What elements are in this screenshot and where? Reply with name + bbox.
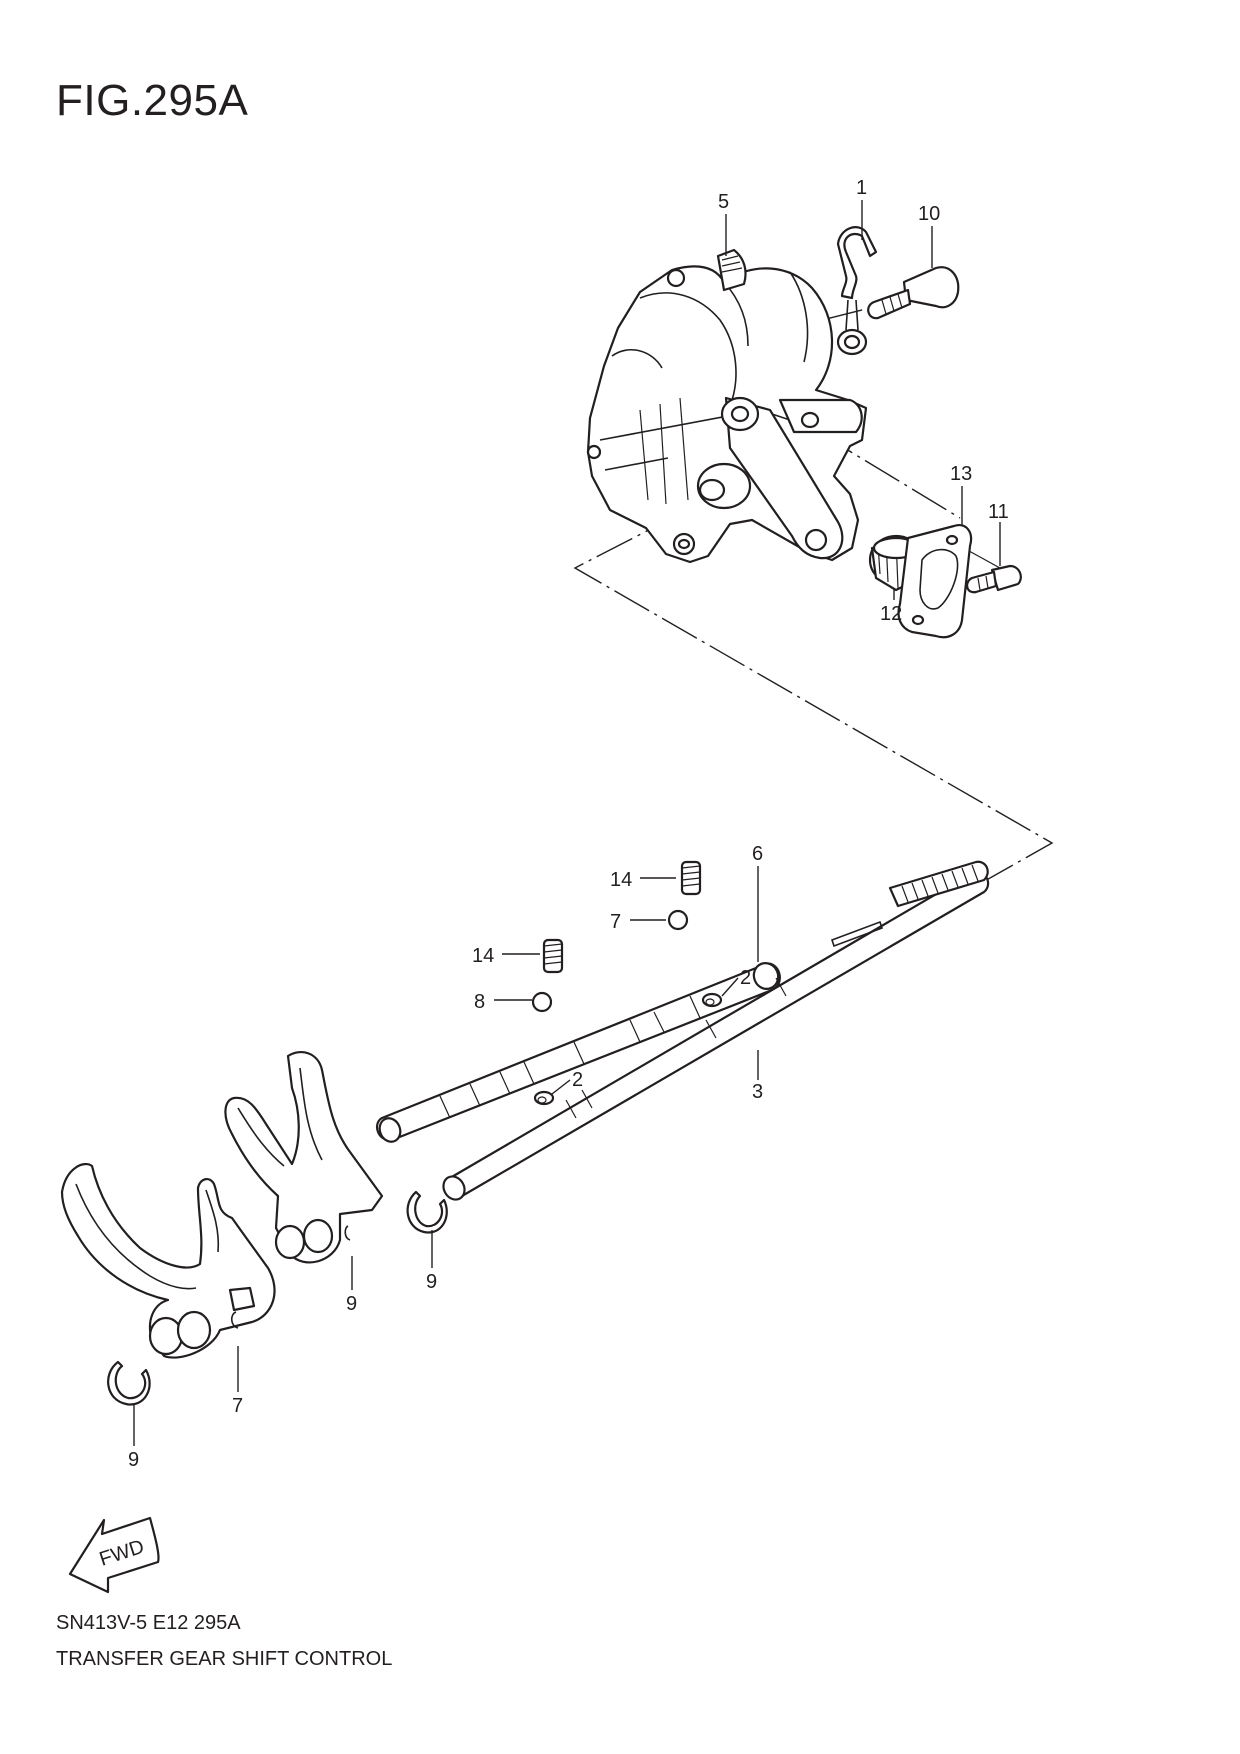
- callout-9-upper: 9: [426, 1271, 437, 1293]
- ball-part-7-upper: [667, 909, 689, 931]
- callout-5: 5: [718, 191, 729, 213]
- bolt-part-10: [867, 266, 960, 320]
- plate-part-13: [897, 524, 973, 639]
- fwd-arrow-icon: FWD: [68, 1516, 160, 1594]
- pin-part-2-lower: [533, 1090, 555, 1106]
- callout-6: 7: [232, 1395, 243, 1417]
- ball-part-7-lower: [531, 991, 553, 1013]
- spring-part-14-lower: [542, 938, 564, 974]
- callout-12: 12: [880, 603, 902, 625]
- callout-10: 10: [918, 203, 940, 225]
- figure-name: TRANSFER GEAR SHIFT CONTROL: [56, 1648, 393, 1670]
- callout-14-upper: 14: [610, 869, 632, 891]
- callout-8: 9: [346, 1293, 357, 1315]
- callout-2-lower: 2: [572, 1069, 583, 1091]
- callout-labels: 5 1 10 13 11 12 6 14 7 14 8 2 2 3 9 9 7 …: [128, 177, 1009, 1471]
- spring-part-14-upper: [680, 860, 702, 896]
- shift-fork-part-6: [60, 1163, 276, 1359]
- figure-title: FIG.295A: [56, 76, 249, 125]
- callout-2-upper: 2: [740, 967, 751, 989]
- shift-fork-part-8: [224, 1051, 384, 1264]
- callout-7-upper: 7: [610, 911, 621, 933]
- callout-9-lower-label: 9: [128, 1449, 139, 1471]
- screw-part-11: [966, 564, 1022, 594]
- circlip-part-9-upper: [406, 1190, 448, 1234]
- figure-code: SN413V-5 E12 295A: [56, 1612, 241, 1634]
- shaft-part-4: [375, 962, 781, 1143]
- callout-4: 6: [752, 843, 763, 865]
- clip-part-1: [836, 226, 878, 356]
- shaft-part-3: [442, 860, 990, 1201]
- leader-lines: [133, 200, 1001, 1446]
- pin-part-2-upper: [701, 992, 723, 1008]
- callout-1: 1: [856, 177, 867, 199]
- callout-7-lower: 8: [474, 991, 485, 1013]
- callout-3: 3: [752, 1081, 763, 1103]
- shift-case-part-5: [586, 248, 868, 564]
- callout-13: 13: [950, 463, 972, 485]
- circlip-part-9-lower: [107, 1360, 151, 1406]
- callout-11: 11: [988, 501, 1009, 523]
- callout-14-lower: 14: [472, 945, 494, 967]
